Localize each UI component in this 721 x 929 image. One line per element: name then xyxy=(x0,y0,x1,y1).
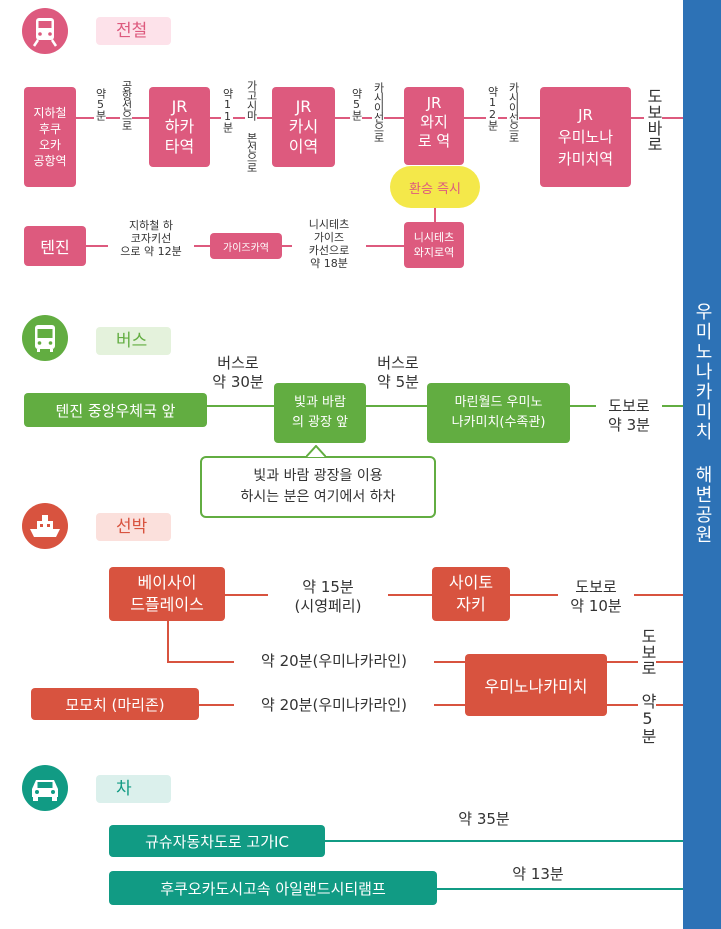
ferry-label: 약 15분 (시영페리) xyxy=(268,578,388,616)
station-jr-wajiro[interactable]: JR 와지 로 역 xyxy=(404,87,464,165)
route2-label: 약 20분(우미나카라인) xyxy=(234,696,434,715)
route1-label: 약 20분(우미나카라인) xyxy=(234,652,434,671)
leg2-time: 약11분 xyxy=(221,88,234,132)
bus-stop-end[interactable]: 마린월드 우미노 나카미치(수족관) xyxy=(427,383,570,443)
leg4-time: 약12분 xyxy=(486,86,499,130)
leg5-label: 지하철 하 코자키선 으로 약 12분 xyxy=(108,219,194,258)
station-jr-uminonakamichi[interactable]: JR 우미노나 카미치역 xyxy=(540,87,631,187)
leg6-label: 니시테츠 가이즈 카선으로 약 18분 xyxy=(292,218,366,270)
ship-line-branch xyxy=(167,621,169,662)
ic-island-city-ramp[interactable]: 후쿠오카도시고속 아일랜드시티램프 xyxy=(109,871,437,905)
ship-title: 선박 xyxy=(96,513,171,541)
port-saitozaki[interactable]: 사이토 자키 xyxy=(432,567,510,621)
station-fukuoka-airport[interactable]: 지하철 후쿠 오카 공항역 xyxy=(24,87,76,187)
bus-walk: 도보로 약 3분 xyxy=(596,397,662,435)
bus-start-tenjin[interactable]: 텐진 중앙우체국 앞 xyxy=(24,393,207,427)
ship-icon xyxy=(22,503,68,549)
leg4-line: 카시이선으로 xyxy=(507,82,520,142)
station-kaizuka[interactable]: 가이즈카역 xyxy=(210,233,282,259)
bus-note-pointer xyxy=(306,445,326,458)
walk-direct: 도보바로 xyxy=(644,88,663,152)
train-icon xyxy=(22,8,68,54)
leg1-time: 약5분 xyxy=(94,88,107,120)
port-momochi[interactable]: 모모치 (마리존) xyxy=(31,688,199,720)
leg3-time: 약5분 xyxy=(350,88,363,120)
ic-kyushu-expressway[interactable]: 규슈자동차도로 고가IC xyxy=(109,825,325,857)
bus-leg2: 버스로 약 5분 xyxy=(368,354,428,392)
car-time-1: 약 35분 xyxy=(448,810,520,829)
ship-walk-v1: 도보로 xyxy=(638,628,657,676)
car-title: 차 xyxy=(96,775,171,803)
bus-title: 버스 xyxy=(96,327,171,355)
station-jr-kashii[interactable]: JR 카시 이역 xyxy=(272,87,335,167)
transfer-badge: 환승 즉시 xyxy=(390,166,480,208)
bus-leg1: 버스로 약 30분 xyxy=(206,354,270,392)
station-nishitetsu-wajiro[interactable]: 니시테츠 와지로역 xyxy=(404,222,464,268)
leg2-line: 가고시마 본선으로 xyxy=(245,80,258,172)
port-uminonakamichi[interactable]: 우미노나카미치 xyxy=(465,654,607,716)
station-tenjin[interactable]: 텐진 xyxy=(24,226,86,266)
car-icon xyxy=(22,765,68,811)
bus-note: 빛과 바람 광장을 이용 하시는 분은 여기에서 하차 xyxy=(200,456,436,518)
destination-bar xyxy=(683,0,721,929)
car-time-2: 약 13분 xyxy=(502,865,574,884)
train-title: 전철 xyxy=(96,17,171,45)
bus-icon xyxy=(22,315,68,361)
destination-label: 우미노나카미치 해변공원 xyxy=(692,302,713,545)
leg3-line: 카시이선으로 xyxy=(372,82,385,142)
ship-walk-v2: 약5분 xyxy=(638,693,657,744)
leg1-line: 공항선으로 xyxy=(120,80,133,130)
car-line-2 xyxy=(430,888,683,890)
port-bayside-place[interactable]: 베이사이 드플레이스 xyxy=(109,567,225,621)
walk-10-label: 도보로 약 10분 xyxy=(558,578,634,616)
car-line-1 xyxy=(320,840,683,842)
ship-line-3 xyxy=(190,704,683,706)
bus-stop-mid[interactable]: 빛과 바람 의 광장 앞 xyxy=(274,383,366,443)
station-jr-hakata[interactable]: JR 하카 타역 xyxy=(149,87,210,167)
